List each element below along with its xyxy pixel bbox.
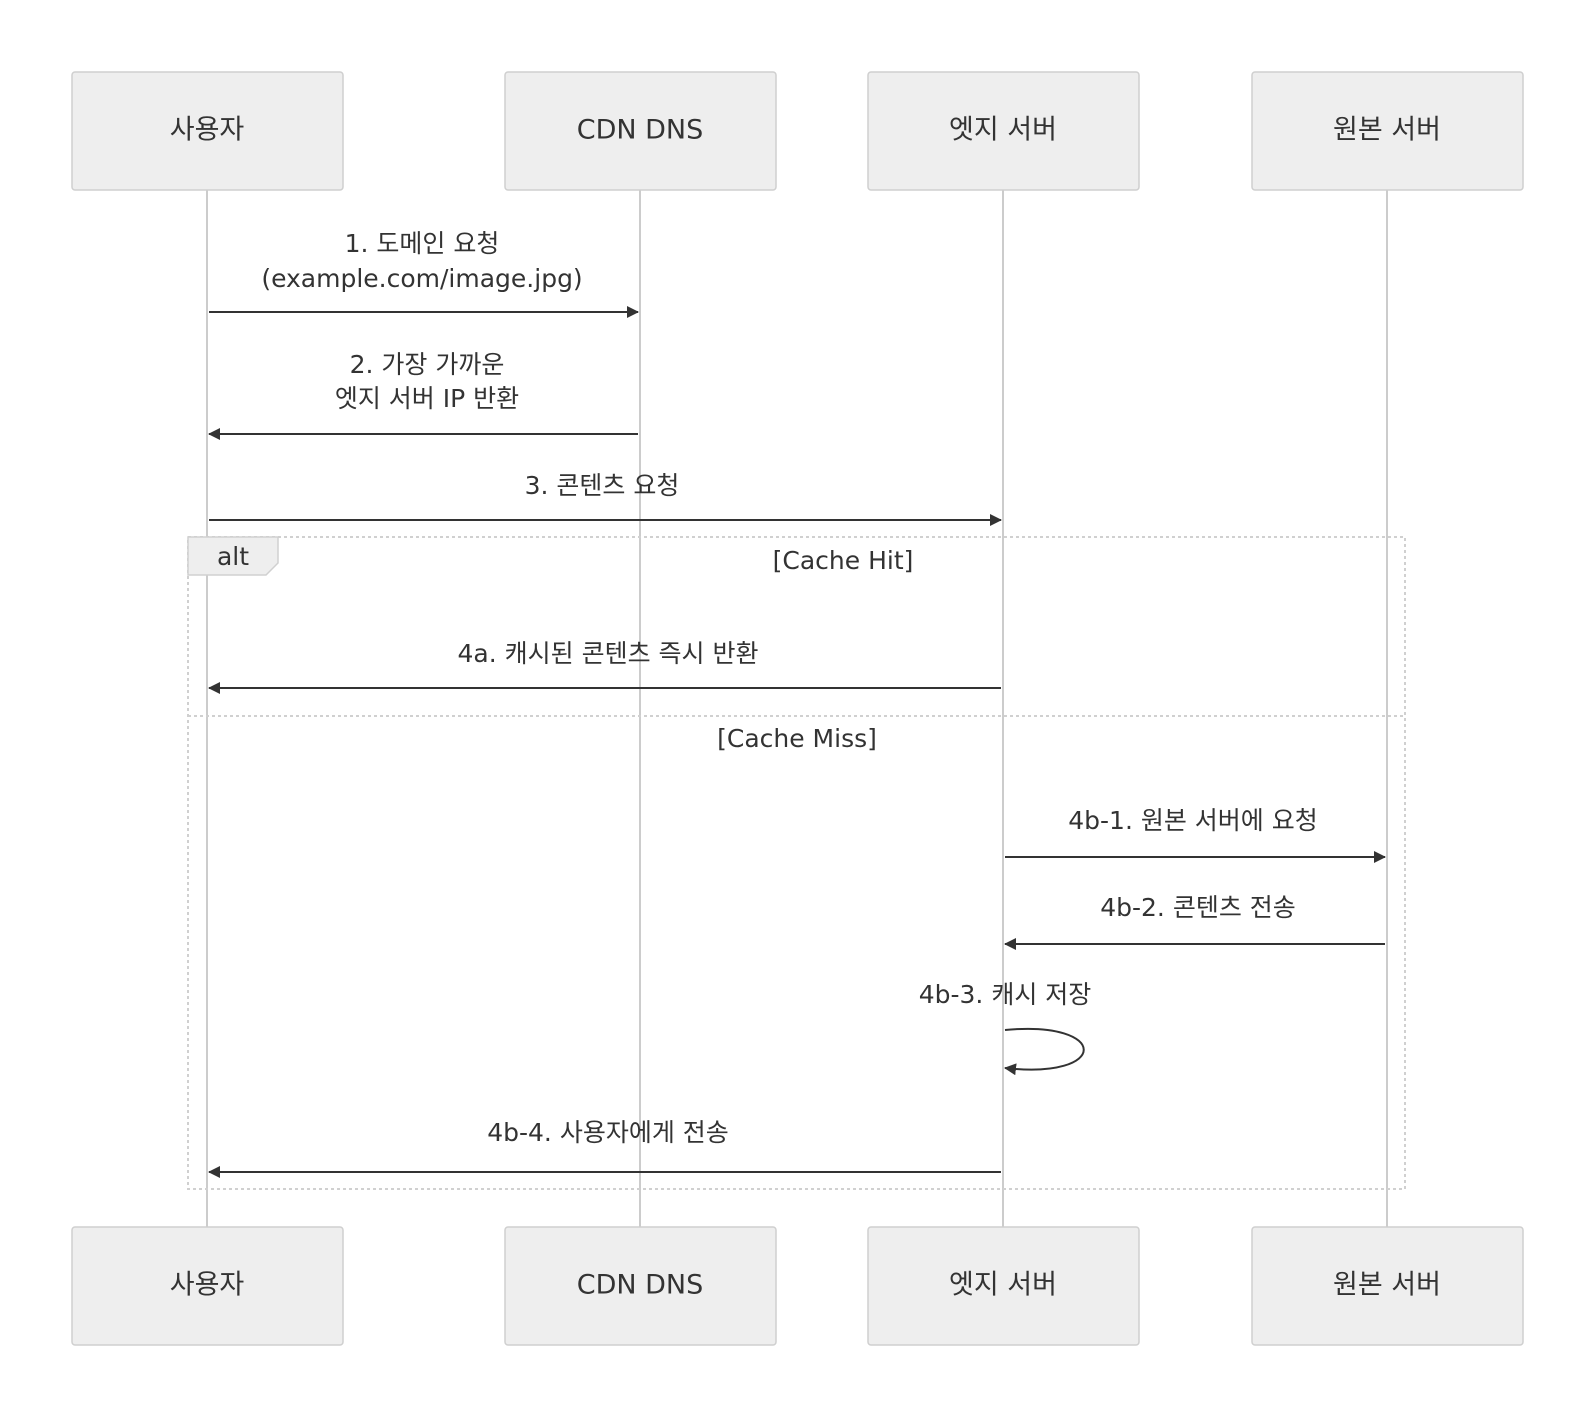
message-label: 2. 가장 가까운: [350, 350, 505, 379]
actor-top-user[interactable]: 사용자: [71, 71, 344, 191]
bottom-actors: 사용자 CDN DNS 엣지 서버 원본 서버: [71, 1226, 1524, 1346]
message-4b-1-origin-request: 4b-1. 원본 서버에 요청: [1005, 806, 1386, 863]
message-4b-3-cache-store: 4b-3. 캐시 저장: [919, 980, 1092, 1076]
message-label: 4b-2. 콘텐츠 전송: [1100, 893, 1296, 922]
alt-frame: alt [Cache Hit] [Cache Miss]: [187, 536, 1406, 1190]
message-label: 4a. 캐시된 콘텐츠 즉시 반환: [458, 639, 759, 668]
actor-label: 원본 서버: [1333, 1270, 1441, 1301]
actor-label: CDN DNS: [577, 115, 704, 146]
actor-bottom-edge-server[interactable]: 엣지 서버: [867, 1226, 1140, 1346]
top-actors: 사용자 CDN DNS 엣지 서버 원본 서버: [71, 71, 1524, 191]
condition-cache-hit: [Cache Hit]: [773, 546, 914, 575]
message-4a-cached-return: 4a. 캐시된 콘텐츠 즉시 반환: [208, 639, 1001, 694]
actor-label: 엣지 서버: [949, 115, 1057, 146]
actor-label: 엣지 서버: [949, 1270, 1057, 1301]
actor-label: 사용자: [170, 115, 245, 146]
lifelines: [206, 190, 1388, 1227]
message-label: 3. 콘텐츠 요청: [525, 471, 680, 500]
message-label: 1. 도메인 요청: [345, 229, 500, 258]
actor-label: 원본 서버: [1333, 115, 1441, 146]
actor-label: 사용자: [170, 1270, 245, 1301]
message-label: 4b-4. 사용자에게 전송: [487, 1118, 729, 1147]
condition-cache-miss: [Cache Miss]: [717, 724, 877, 753]
message-3-content-request: 3. 콘텐츠 요청: [209, 471, 1002, 526]
actor-label: CDN DNS: [577, 1270, 704, 1301]
alt-frame-label: alt: [217, 542, 249, 571]
actor-bottom-cdn-dns[interactable]: CDN DNS: [504, 1226, 777, 1346]
message-label: 4b-3. 캐시 저장: [919, 980, 1092, 1009]
actor-bottom-user[interactable]: 사용자: [71, 1226, 344, 1346]
actor-top-cdn-dns[interactable]: CDN DNS: [504, 71, 777, 191]
messages: 1. 도메인 요청 (example.com/image.jpg) 2. 가장 …: [208, 229, 1386, 1178]
alt-frame-tab: [187, 536, 279, 576]
message-label: (example.com/image.jpg): [261, 264, 582, 293]
actor-bottom-origin-server[interactable]: 원본 서버: [1251, 1226, 1524, 1346]
message-2-return-edge-ip: 2. 가장 가까운 엣지 서버 IP 반환: [208, 350, 638, 440]
message-label: 4b-1. 원본 서버에 요청: [1068, 806, 1318, 835]
alt-frame-border: [187, 536, 1406, 1190]
actor-top-origin-server[interactable]: 원본 서버: [1251, 71, 1524, 191]
message-4b-2-content-transfer: 4b-2. 콘텐츠 전송: [1004, 893, 1385, 950]
message-1-domain-request: 1. 도메인 요청 (example.com/image.jpg): [209, 229, 639, 318]
self-loop-arrow: [1004, 1027, 1085, 1076]
message-label: 엣지 서버 IP 반환: [335, 384, 519, 413]
actor-top-edge-server[interactable]: 엣지 서버: [867, 71, 1140, 191]
message-4b-4-send-to-user: 4b-4. 사용자에게 전송: [208, 1118, 1001, 1178]
